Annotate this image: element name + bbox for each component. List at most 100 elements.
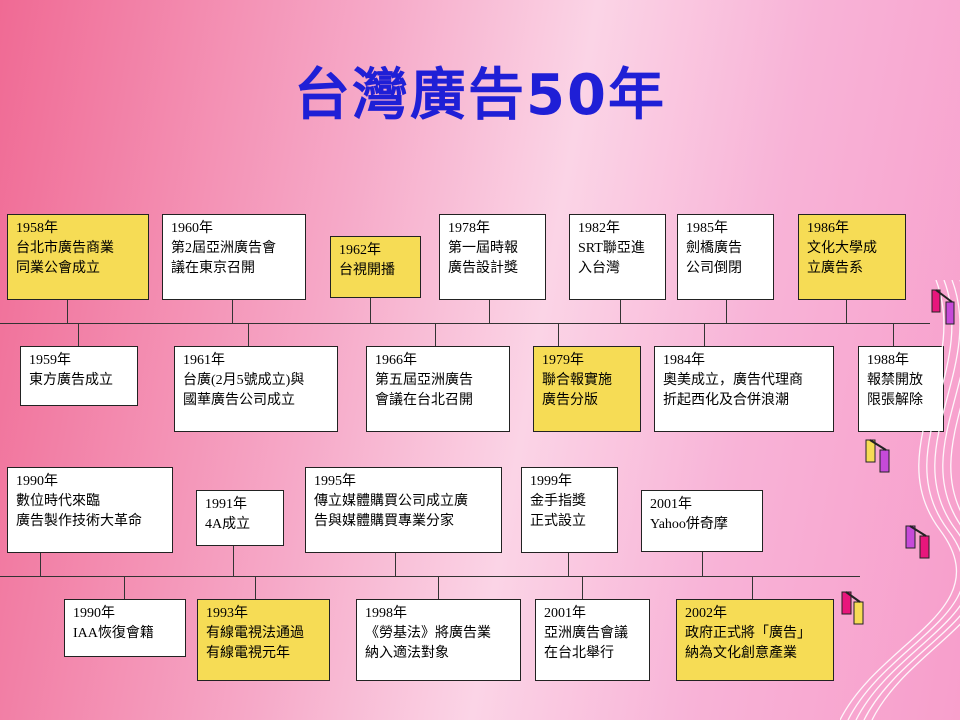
event-text: 東方廣告成立 xyxy=(29,373,113,388)
event-text: 台廣(2月5號成立)與 xyxy=(183,373,305,388)
page-title: 台灣廣告50年 xyxy=(294,63,666,128)
event-year: 1985年 xyxy=(686,221,728,236)
event-text: 廣告設計獎 xyxy=(448,261,518,276)
event-year: 1991年 xyxy=(205,497,247,512)
event-box: 1962年 台視開播 xyxy=(330,236,421,298)
event-box: 1960年 第2屆亞洲廣告會 議在東京召開 xyxy=(162,214,306,300)
event-text: 台北市廣告商業 xyxy=(16,241,114,256)
event-box: 1966年 第五屆亞洲廣告 會議在台北召開 xyxy=(366,346,510,432)
event-year: 1990年 xyxy=(16,474,58,489)
event-text: SRT聯亞進 xyxy=(578,241,645,256)
music-staff-decoration xyxy=(840,280,960,720)
event-text: 亞洲廣告會議 xyxy=(544,626,628,641)
event-text: 正式設立 xyxy=(530,514,586,529)
event-year: 1984年 xyxy=(663,353,705,368)
event-box: 1982年 SRT聯亞進 入台灣 xyxy=(569,214,666,300)
timeline-tick xyxy=(233,544,234,576)
event-text: 第一屆時報 xyxy=(448,241,518,256)
event-year: 1959年 xyxy=(29,353,71,368)
timeline-tick xyxy=(395,552,396,576)
event-text: 聯合報實施 xyxy=(542,373,612,388)
event-text: 國華廣告公司成立 xyxy=(183,393,295,408)
event-box: 1959年 東方廣告成立 xyxy=(20,346,138,406)
event-text: 《勞基法》將廣告業 xyxy=(365,626,491,641)
timeline-tick xyxy=(702,552,703,576)
event-box: 1998年 《勞基法》將廣告業 納入適法對象 xyxy=(356,599,521,681)
event-year: 1960年 xyxy=(171,221,213,236)
timeline-axis-bottom xyxy=(0,576,860,577)
event-year: 1966年 xyxy=(375,353,417,368)
music-note-icon xyxy=(931,289,955,325)
event-box: 1978年 第一屆時報 廣告設計獎 xyxy=(439,214,546,300)
timeline-tick xyxy=(582,576,583,600)
event-text: 數位時代來臨 xyxy=(16,494,100,509)
music-note-icon xyxy=(865,439,890,473)
event-text: 納入適法對象 xyxy=(365,646,449,661)
event-box: 1979年 聯合報實施 廣告分版 xyxy=(533,346,641,432)
event-box: 1961年 台廣(2月5號成立)與 國華廣告公司成立 xyxy=(174,346,338,432)
event-text: 在台北舉行 xyxy=(544,646,614,661)
timeline-tick xyxy=(248,323,249,347)
event-year: 1978年 xyxy=(448,221,490,236)
event-year: 1995年 xyxy=(314,474,356,489)
event-text: 金手指獎 xyxy=(530,494,586,509)
event-text: 同業公會成立 xyxy=(16,261,100,276)
event-box: 1993年 有線電視法通過 有線電視元年 xyxy=(197,599,330,681)
event-box: 1985年 劍橋廣告 公司倒閉 xyxy=(677,214,774,300)
event-text: IAA恢復會籍 xyxy=(73,626,154,641)
timeline-tick xyxy=(726,299,727,323)
timeline-tick xyxy=(40,552,41,576)
event-year: 1979年 xyxy=(542,353,584,368)
event-year: 1993年 xyxy=(206,606,248,621)
event-text: 台視開播 xyxy=(339,263,395,278)
event-box: 1958年 台北市廣告商業 同業公會成立 xyxy=(7,214,149,300)
event-box: 1990年 IAA恢復會籍 xyxy=(64,599,186,657)
timeline-tick xyxy=(893,323,894,347)
event-text: 劍橋廣告 xyxy=(686,241,742,256)
event-year: 1958年 xyxy=(16,221,58,236)
event-year: 1988年 xyxy=(867,353,909,368)
event-year: 2001年 xyxy=(650,497,692,512)
event-text: 廣告製作技術大革命 xyxy=(16,514,142,529)
event-year: 1999年 xyxy=(530,474,572,489)
event-box: 2002年 政府正式將「廣告」 納為文化創意產業 xyxy=(676,599,834,681)
event-box: 1988年 報禁開放 限張解除 xyxy=(858,346,944,432)
event-box: 1999年 金手指獎 正式設立 xyxy=(521,467,618,553)
event-text: 第五屆亞洲廣告 xyxy=(375,373,473,388)
event-text: 文化大學成 xyxy=(807,241,877,256)
event-box: 1990年 數位時代來臨 廣告製作技術大革命 xyxy=(7,467,173,553)
timeline-tick xyxy=(67,299,68,323)
event-text: 奧美成立，廣告代理商 xyxy=(663,373,803,388)
music-note-icon xyxy=(905,525,930,559)
timeline-tick xyxy=(846,299,847,323)
event-box: 2001年 亞洲廣告會議 在台北舉行 xyxy=(535,599,650,681)
event-text: 立廣告系 xyxy=(807,261,863,276)
event-text: 折起西化及合併浪潮 xyxy=(663,393,789,408)
event-text: 限張解除 xyxy=(867,393,923,408)
music-note-icon xyxy=(841,591,864,625)
event-year: 1986年 xyxy=(807,221,849,236)
event-box: 2001年 Yahoo併奇摩 xyxy=(641,490,763,552)
timeline-tick xyxy=(704,323,705,347)
event-year: 2002年 xyxy=(685,606,727,621)
event-year: 1990年 xyxy=(73,606,115,621)
timeline-tick xyxy=(438,576,439,600)
event-year: 1998年 xyxy=(365,606,407,621)
timeline-tick xyxy=(124,576,125,600)
event-text: 入台灣 xyxy=(578,261,620,276)
timeline-tick xyxy=(435,323,436,347)
event-text: 有線電視法通過 xyxy=(206,626,304,641)
event-year: 1961年 xyxy=(183,353,225,368)
event-text: 報禁開放 xyxy=(867,373,923,388)
event-text: 4A成立 xyxy=(205,517,251,532)
timeline-tick xyxy=(568,552,569,576)
event-text: Yahoo併奇摩 xyxy=(650,517,728,532)
event-text: 有線電視元年 xyxy=(206,646,290,661)
timeline-tick xyxy=(558,323,559,347)
timeline-tick xyxy=(752,576,753,600)
event-text: 議在東京召開 xyxy=(171,261,255,276)
event-text: 廣告分版 xyxy=(542,393,598,408)
timeline-tick xyxy=(232,299,233,323)
timeline-tick xyxy=(489,299,490,323)
event-text: 告與媒體購買專業分家 xyxy=(314,514,454,529)
